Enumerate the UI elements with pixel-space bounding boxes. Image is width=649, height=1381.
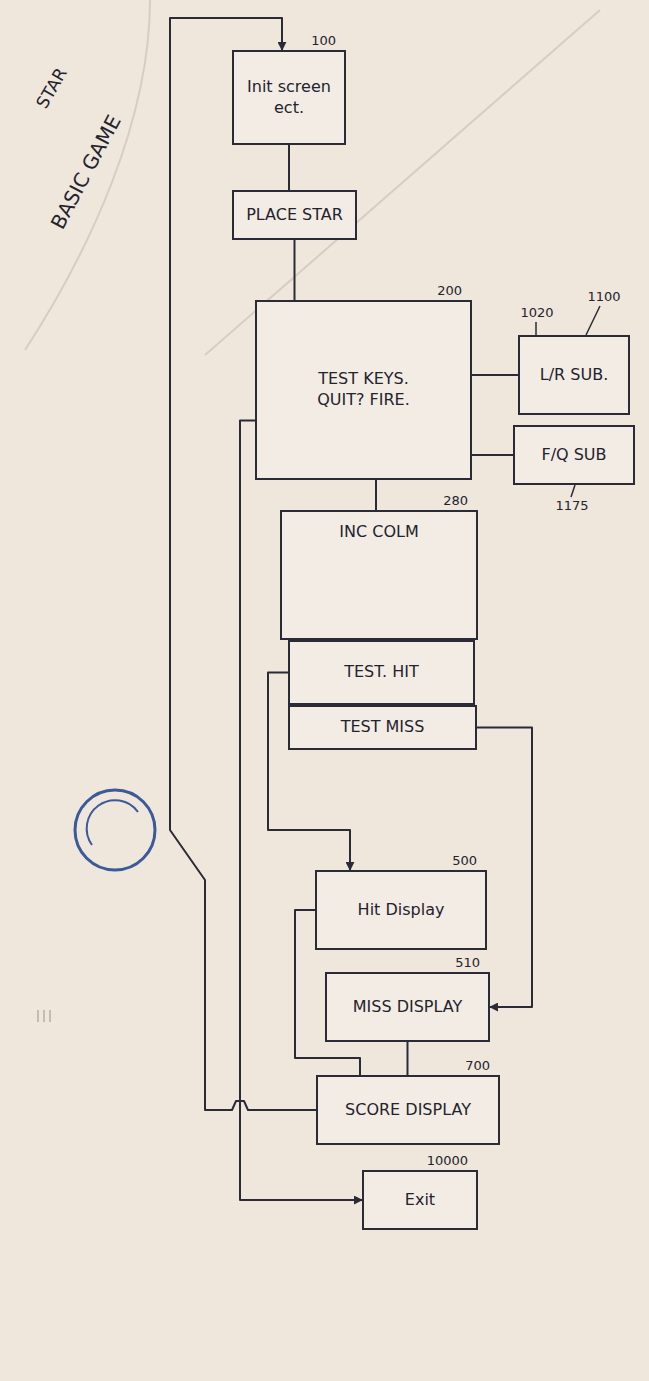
postmark-ring xyxy=(75,790,155,870)
flow-line xyxy=(472,454,513,456)
process-box: 200TEST KEYS. QUIT? FIRE. xyxy=(255,300,472,480)
box-body: TEST MISS xyxy=(290,707,475,748)
callout-number: 1020 xyxy=(518,305,555,321)
box-body: Exit xyxy=(364,1172,476,1228)
box-text: TEST MISS xyxy=(341,717,425,738)
box-text: Init screen ect. xyxy=(239,77,339,119)
box-text: TEST. HIT xyxy=(344,662,419,683)
step-number: 200 xyxy=(435,283,464,299)
step-number: 10000 xyxy=(425,1153,470,1169)
box-body: SCORE DISPLAY xyxy=(318,1077,498,1143)
flow-line xyxy=(407,1042,409,1075)
box-text: MISS DISPLAY xyxy=(353,997,463,1018)
process-box: TEST. HIT xyxy=(288,640,475,705)
step-number: 100 xyxy=(309,33,338,49)
box-text: L/R SUB. xyxy=(540,365,608,386)
step-number: 500 xyxy=(450,853,479,869)
box-body: TEST. HIT xyxy=(290,642,473,703)
envelope-mark xyxy=(38,1010,50,1022)
process-box: TEST MISS xyxy=(288,705,477,750)
box-body: L/R SUB. xyxy=(520,337,628,413)
step-number: 700 xyxy=(463,1058,492,1074)
process-box: 510MISS DISPLAY xyxy=(325,972,490,1042)
process-box: 10000Exit xyxy=(362,1170,478,1230)
box-body: INC COLM xyxy=(282,512,476,638)
box-body: TEST KEYS. QUIT? FIRE. xyxy=(257,302,470,478)
process-box: L/R SUB. xyxy=(518,335,630,415)
flow-line xyxy=(288,145,290,190)
box-text: PLACE STAR xyxy=(246,205,343,226)
process-box: 280INC COLM xyxy=(280,510,478,640)
process-box: 100Init screen ect. xyxy=(232,50,346,145)
box-text: F/Q SUB xyxy=(541,445,606,466)
box-body: Init screen ect. xyxy=(234,52,344,143)
box-text: SCORE DISPLAY xyxy=(345,1100,471,1121)
step-number: 510 xyxy=(453,955,482,971)
flow-line xyxy=(294,240,296,300)
process-box: 700SCORE DISPLAY xyxy=(316,1075,500,1145)
box-text: INC COLM xyxy=(339,522,418,543)
postmark-mark xyxy=(87,800,138,845)
note-text: BASIC GAME xyxy=(45,109,127,235)
callout-number: 1100 xyxy=(585,289,622,305)
box-body: PLACE STAR xyxy=(234,192,355,238)
box-text: TEST KEYS. QUIT? FIRE. xyxy=(309,369,419,411)
callout-number: 1175 xyxy=(553,498,590,514)
box-body: MISS DISPLAY xyxy=(327,974,488,1040)
note-text: STAR xyxy=(31,62,72,113)
flow-line xyxy=(477,728,532,1008)
flow-line xyxy=(472,374,518,376)
flow-line xyxy=(375,480,377,510)
postmark xyxy=(75,790,155,870)
process-box: 500Hit Display xyxy=(315,870,487,950)
process-box: PLACE STAR xyxy=(232,190,357,240)
envelope-flap-edge xyxy=(25,0,150,350)
step-number: 280 xyxy=(441,493,470,509)
process-box: F/Q SUB xyxy=(513,425,635,485)
box-text: Exit xyxy=(405,1190,435,1211)
box-body: Hit Display xyxy=(317,872,485,948)
box-body: F/Q SUB xyxy=(515,427,633,483)
box-text: Hit Display xyxy=(358,900,445,921)
